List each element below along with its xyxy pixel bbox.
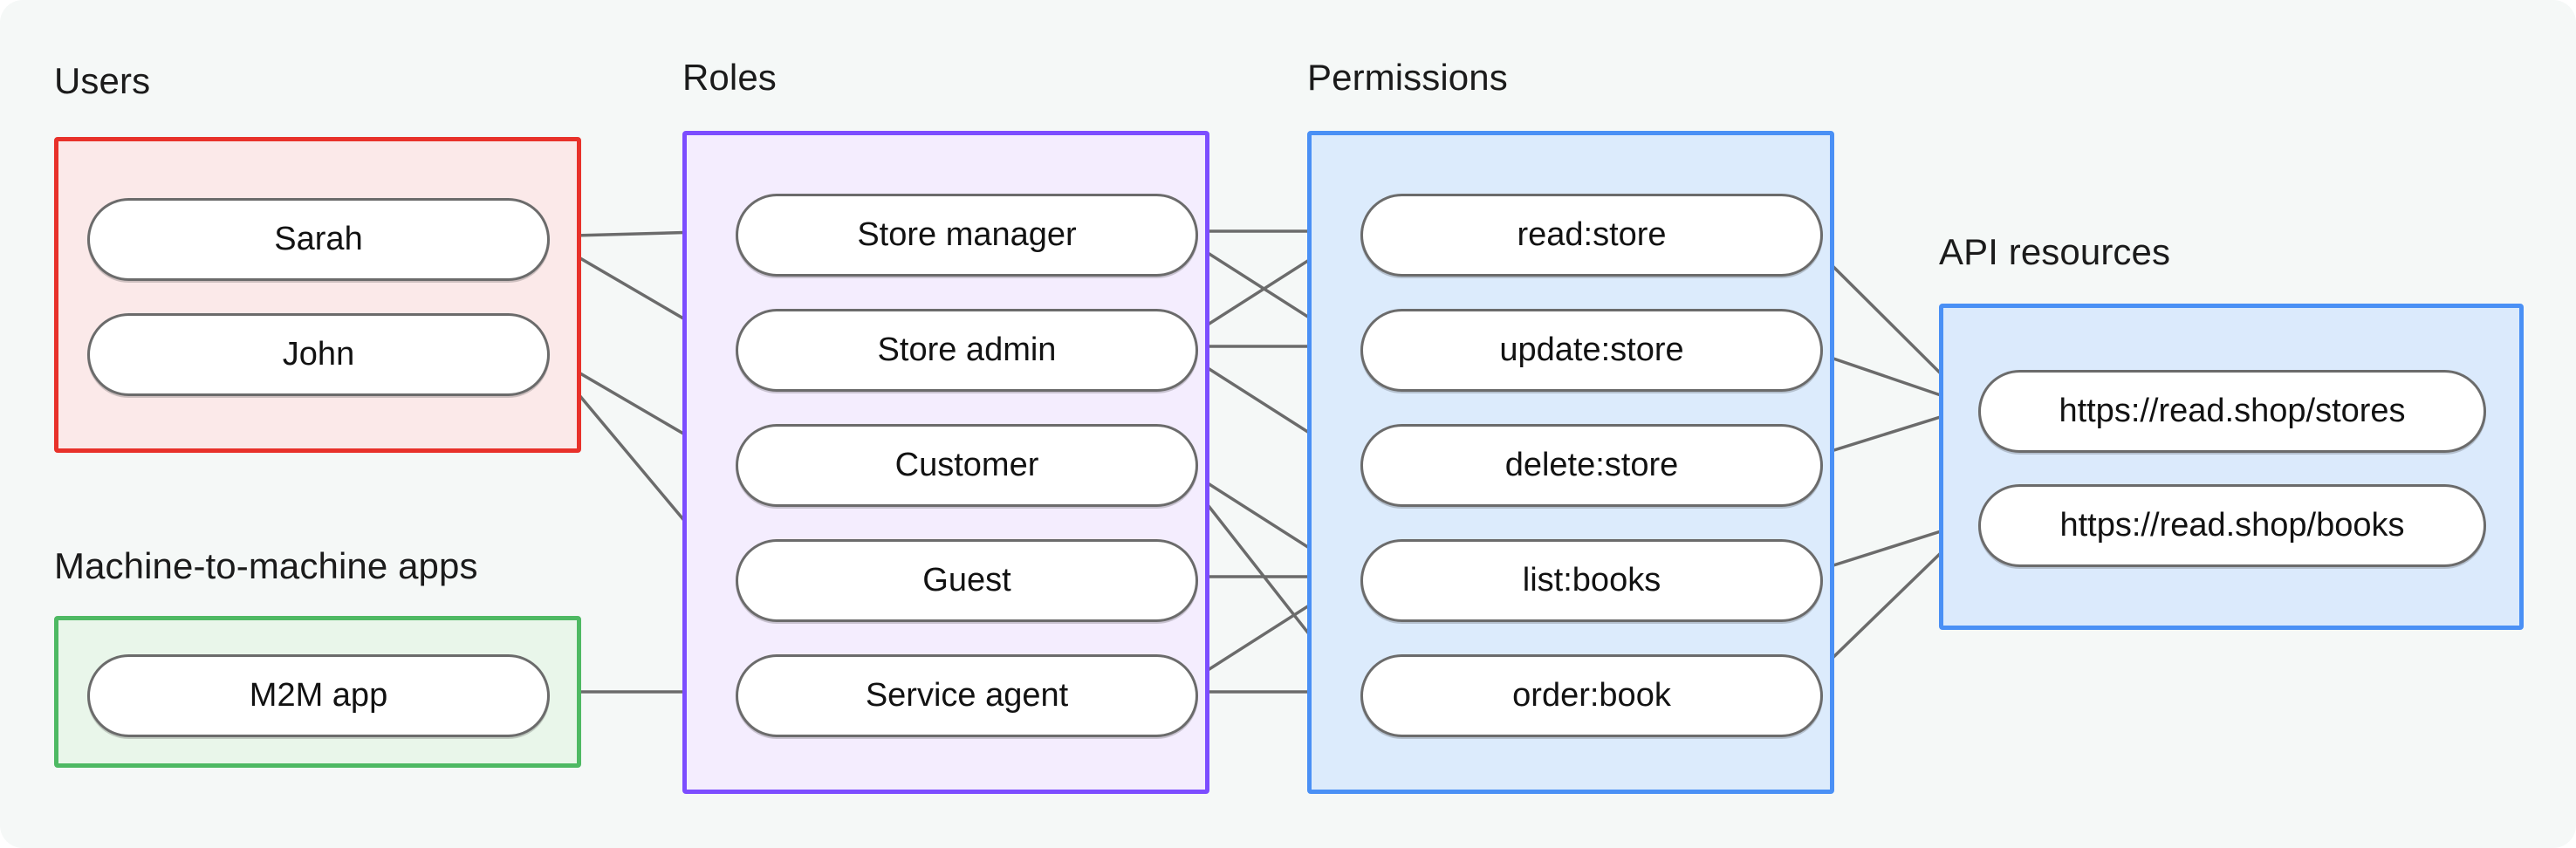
node-store-admin[interactable]: Store admin bbox=[736, 309, 1198, 392]
group-container-roles: Store manager Store admin Customer Guest… bbox=[682, 131, 1209, 794]
group-label-users: Users bbox=[54, 60, 151, 101]
group-label-permissions: Permissions bbox=[1307, 57, 1508, 98]
group-label-m2m: Machine-to-machine apps bbox=[54, 545, 478, 586]
node-update-store[interactable]: update:store bbox=[1360, 309, 1823, 392]
node-guest[interactable]: Guest bbox=[736, 539, 1198, 622]
group-container-api-resources: https://read.shop/stores https://read.sh… bbox=[1939, 304, 2524, 630]
node-m2m-app[interactable]: M2M app bbox=[87, 654, 550, 737]
node-books-url[interactable]: https://read.shop/books bbox=[1978, 484, 2486, 567]
group-label-roles: Roles bbox=[682, 57, 777, 98]
node-service-agent[interactable]: Service agent bbox=[736, 654, 1198, 737]
group-container-m2m: M2M app bbox=[54, 616, 581, 768]
node-customer[interactable]: Customer bbox=[736, 424, 1198, 507]
node-stores-url[interactable]: https://read.shop/stores bbox=[1978, 370, 2486, 453]
node-list-books[interactable]: list:books bbox=[1360, 539, 1823, 622]
group-container-permissions: read:store update:store delete:store lis… bbox=[1307, 131, 1834, 794]
node-order-book[interactable]: order:book bbox=[1360, 654, 1823, 737]
group-container-users: Sarah John bbox=[54, 137, 581, 453]
node-delete-store[interactable]: delete:store bbox=[1360, 424, 1823, 507]
node-john[interactable]: John bbox=[87, 313, 550, 396]
node-store-manager[interactable]: Store manager bbox=[736, 194, 1198, 277]
group-label-api-resources: API resources bbox=[1939, 231, 2171, 272]
node-sarah[interactable]: Sarah bbox=[87, 198, 550, 281]
node-read-store[interactable]: read:store bbox=[1360, 194, 1823, 277]
